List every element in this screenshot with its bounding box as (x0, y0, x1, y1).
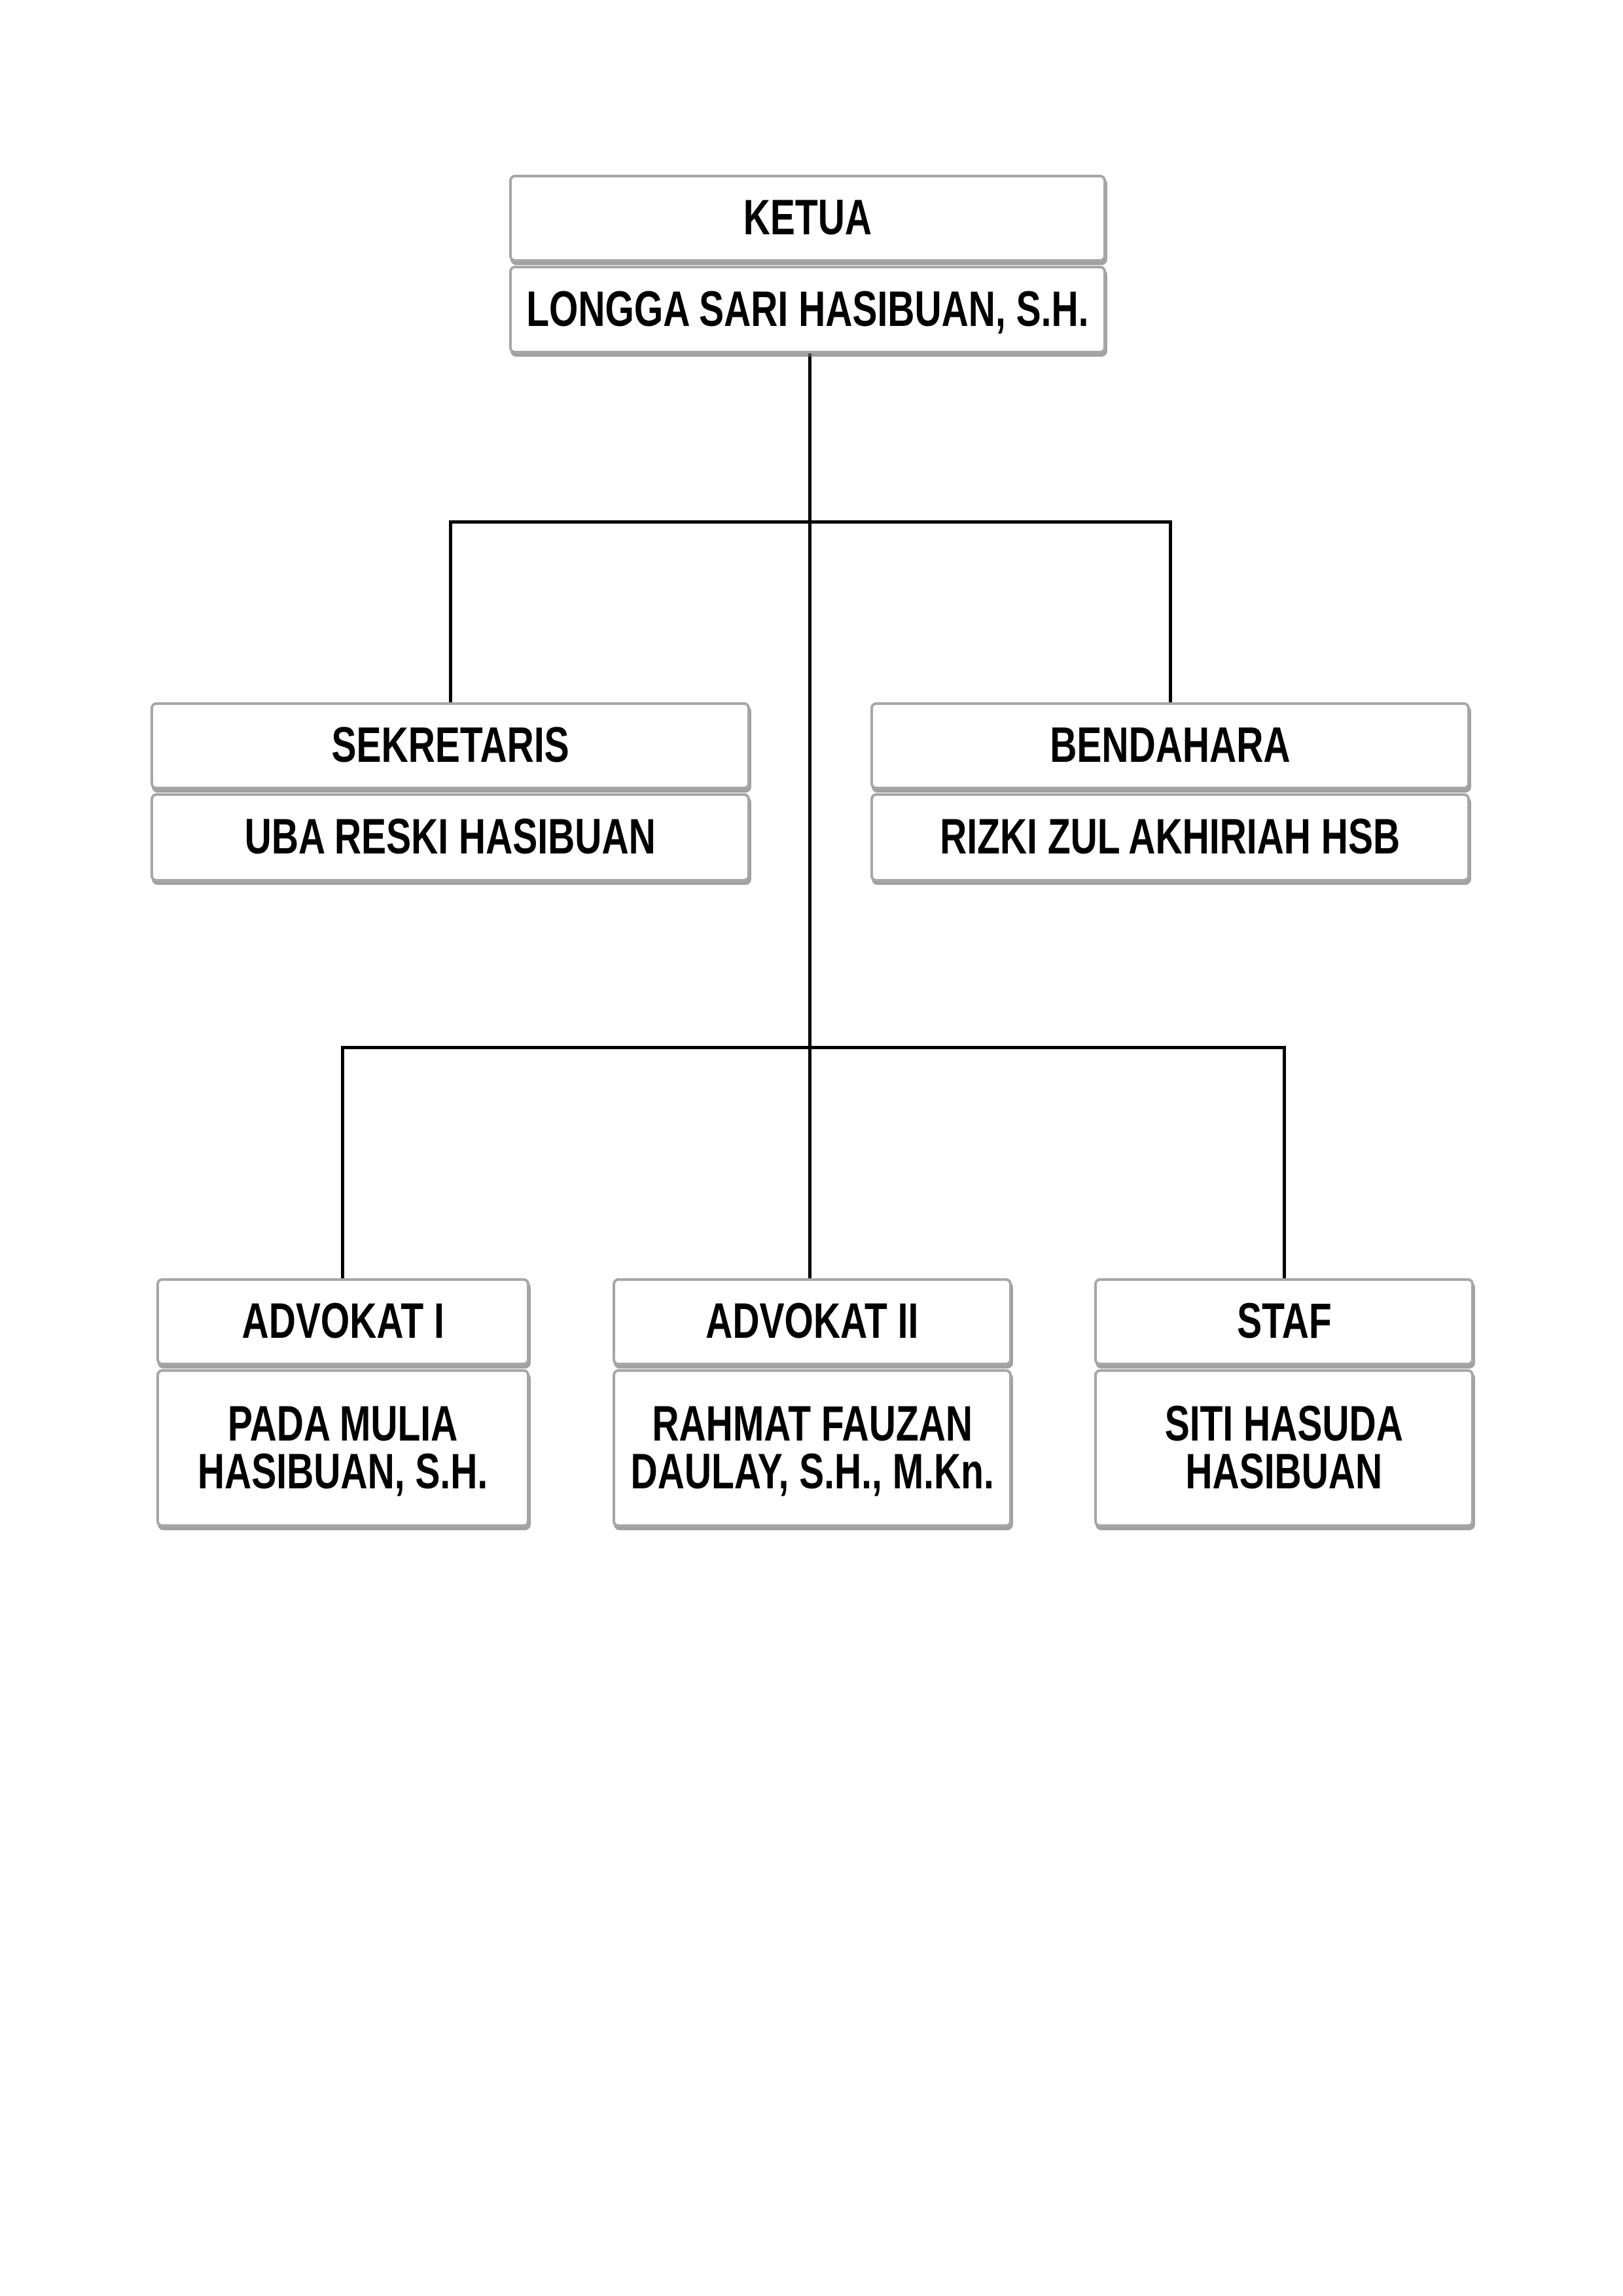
node-advokat2-role-label: ADVOKAT II (705, 1293, 919, 1350)
node-advokat2-name-box: RAHMAT FAUZAN DAULAY, S.H., M.Kn. (613, 1369, 1012, 1527)
node-advokat2-name-label: RAHMAT FAUZAN DAULAY, S.H., M.Kn. (630, 1396, 994, 1499)
node-staf-role-label: STAF (1236, 1293, 1332, 1350)
node-advokat2-name-line2: DAULAY, S.H., M.Kn. (630, 1443, 994, 1499)
node-ketua-role-box: KETUA (509, 175, 1106, 262)
node-ketua-role-label: KETUA (743, 190, 872, 246)
node-sekretaris-role-label: SEKRETARIS (331, 717, 569, 774)
node-advokat1-name-label: PADA MULIA HASIBUAN, S.H. (198, 1396, 488, 1499)
node-advokat1-role-box: ADVOKAT I (156, 1278, 529, 1365)
node-advokat2-name-line1: RAHMAT FAUZAN (652, 1396, 972, 1452)
node-sekretaris-role-box: SEKRETARIS (151, 702, 750, 789)
node-staf-role-box: STAF (1094, 1278, 1474, 1365)
connector-drop-bendahara (1169, 520, 1172, 706)
node-bendahara-name-box: RIZKI ZUL AKHIRIAH HSB (870, 793, 1470, 882)
node-bendahara-name-label: RIZKI ZUL AKHIRIAH HSB (940, 809, 1400, 865)
node-staf-name-label: SITI HASUDA HASIBUAN (1164, 1396, 1404, 1499)
node-staf-name-line2: HASIBUAN (1185, 1443, 1383, 1499)
node-staf-name-box: SITI HASUDA HASIBUAN (1094, 1369, 1474, 1527)
node-advokat1-name-box: PADA MULIA HASIBUAN, S.H. (156, 1369, 529, 1527)
node-staf-name-line1: SITI HASUDA (1164, 1396, 1404, 1452)
node-bendahara-role-box: BENDAHARA (870, 702, 1470, 789)
connector-branch-level2 (449, 520, 1172, 524)
connector-drop-staf (1283, 1046, 1286, 1281)
connector-trunk-ketua (808, 351, 812, 1281)
node-advokat1-role-label: ADVOKAT I (241, 1293, 444, 1350)
node-ketua-name-label: LONGGA SARI HASIBUAN, S.H. (526, 281, 1089, 337)
node-sekretaris-name-box: UBA RESKI HASIBUAN (151, 793, 750, 882)
node-bendahara-role-label: BENDAHARA (1050, 717, 1291, 774)
node-advokat2-role-box: ADVOKAT II (613, 1278, 1012, 1365)
node-sekretaris-name-label: UBA RESKI HASIBUAN (244, 809, 656, 865)
connector-branch-level3 (341, 1046, 1286, 1049)
node-advokat1-name-line2: HASIBUAN, S.H. (198, 1443, 488, 1499)
connector-drop-advokat1 (341, 1046, 344, 1281)
node-advokat1-name-line1: PADA MULIA (228, 1396, 458, 1452)
node-ketua-name-box: LONGGA SARI HASIBUAN, S.H. (509, 266, 1106, 353)
connector-drop-sekretaris (449, 520, 452, 706)
